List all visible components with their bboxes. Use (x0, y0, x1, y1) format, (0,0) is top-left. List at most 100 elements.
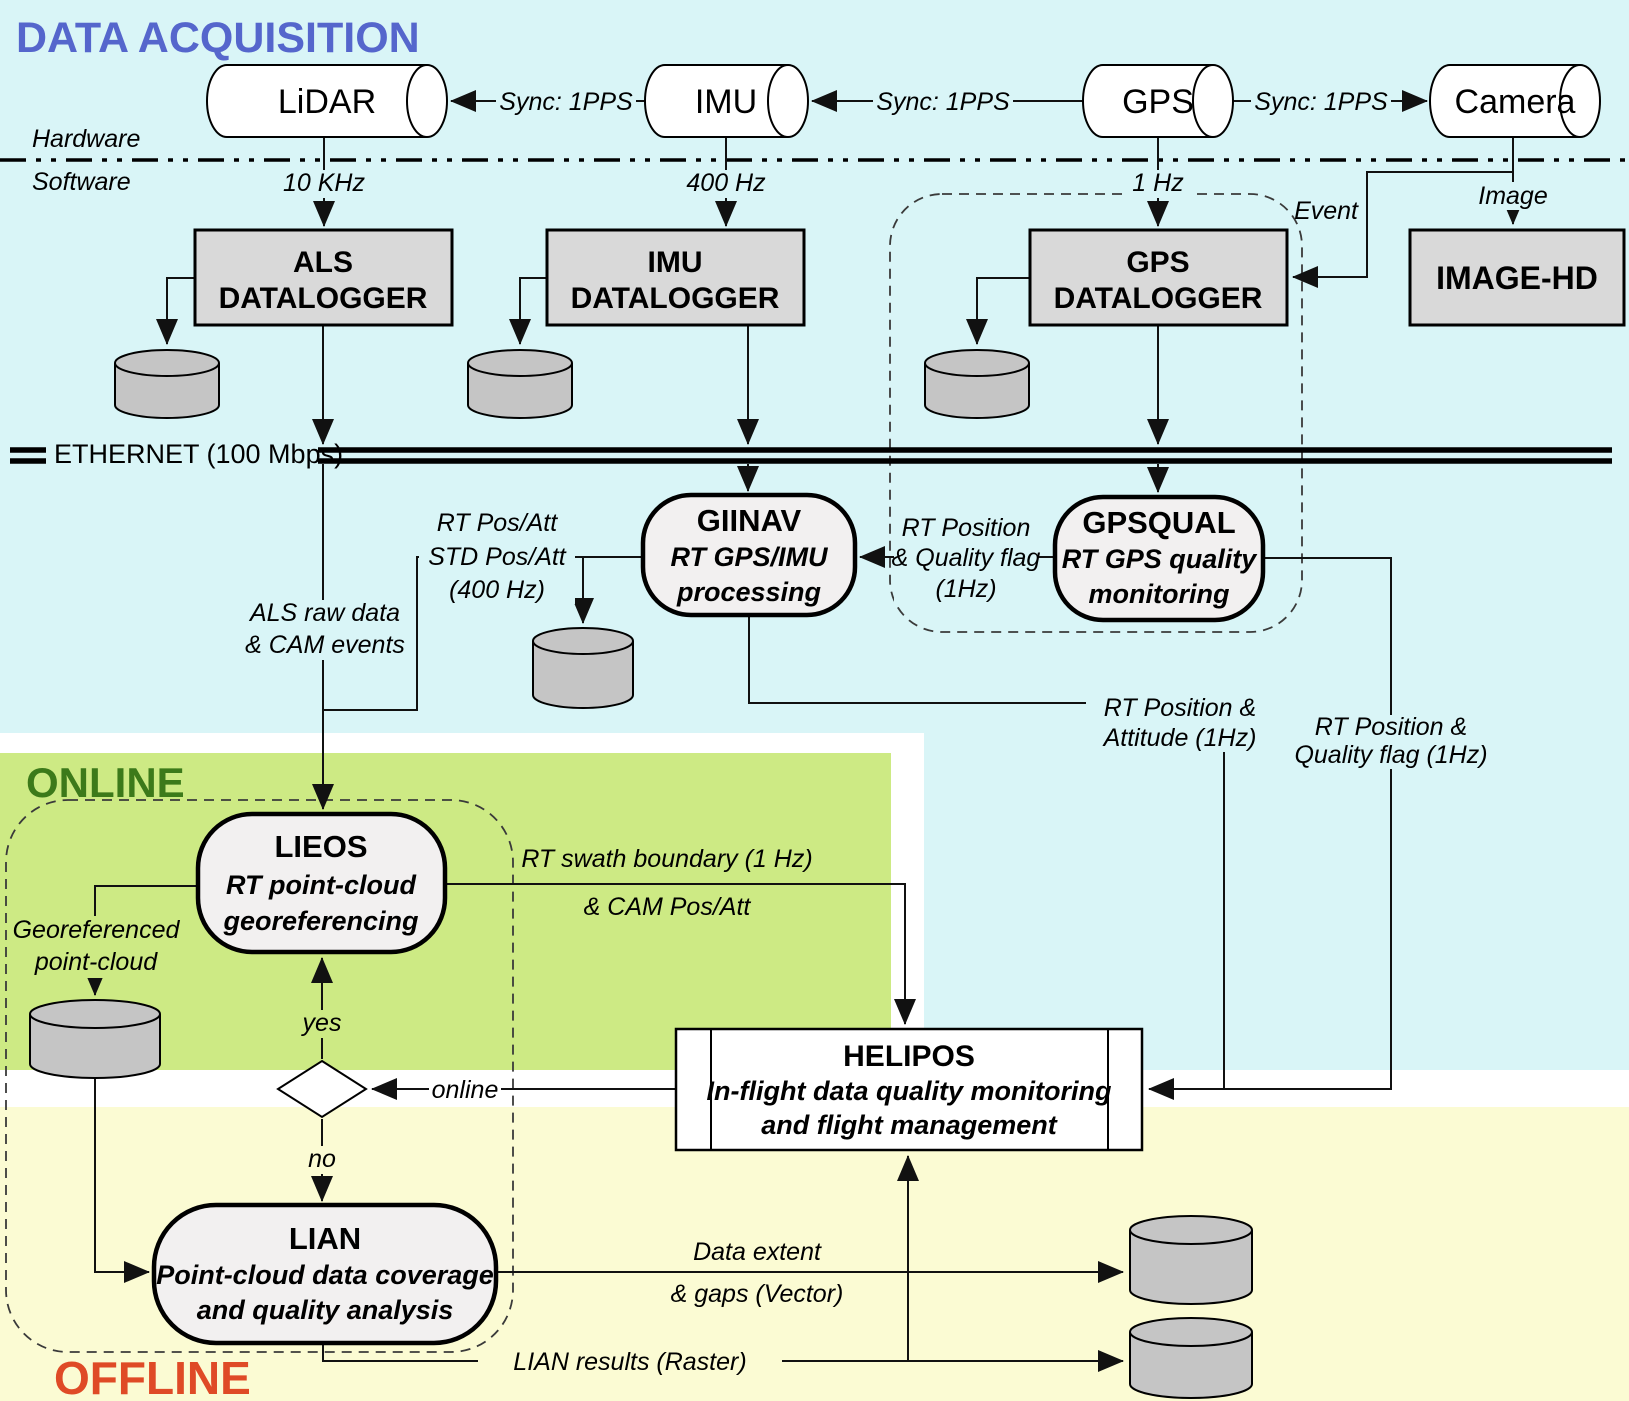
device-lidar: LiDAR (206, 64, 448, 138)
swath-line1: RT swath boundary (1 Hz) (521, 845, 812, 873)
helipos-sub2: and flight management (761, 1110, 1058, 1140)
label-backgrounds (14, 86, 1557, 1376)
title-offline: OFFLINE (54, 1352, 251, 1401)
als-datalogger-line2: DATALOGGER (219, 282, 428, 315)
posatt-line2: STD Pos/Att (428, 543, 567, 571)
georef-store-cylinder (29, 999, 161, 1079)
wire-giinav-helipos (748, 615, 1225, 1089)
alsraw-line2: & CAM events (245, 631, 405, 659)
lian-sub1: Point-cloud data coverage (156, 1260, 494, 1290)
imu-datalogger-line2: DATALOGGER (571, 282, 780, 315)
lieos-sub2: georeferencing (222, 906, 419, 936)
alsraw-line1: ALS raw data (248, 599, 400, 627)
image-hd-box: IMAGE-HD (1408, 228, 1626, 327)
lieos-sub1: RT point-cloud (226, 870, 416, 900)
giinav-title: GIINAV (697, 503, 802, 538)
als-datalogger-line1: ALS (293, 246, 353, 279)
sync-label-1: Sync: 1PPS (499, 88, 633, 116)
wire-lieos-swath-helipos (445, 883, 916, 1025)
gps-group-dashed-border (889, 193, 1303, 633)
helipos-title: HELIPOS (843, 1040, 975, 1073)
gps-datalogger-line1: GPS (1126, 246, 1189, 279)
ethernet-label: ETHERNET (100 Mbps) (54, 439, 343, 469)
data-acquisition-region-lower (924, 733, 1629, 1070)
wire-camera-event (1292, 171, 1513, 288)
georef-line1: Georeferenced (13, 916, 181, 944)
software-label: Software (32, 168, 131, 196)
imu-store-cylinder (467, 349, 573, 419)
device-imu: IMU (644, 64, 809, 138)
posatt-line3: (400 Hz) (449, 576, 545, 604)
no-branch-label: no (308, 1145, 336, 1173)
wire-lian-raster-store (322, 1343, 1124, 1372)
sync-label-3: Sync: 1PPS (1254, 88, 1388, 116)
title-data-acquisition: DATA ACQUISITION (16, 14, 420, 62)
lieos-lian-dashed-border (5, 799, 514, 1353)
giinav-sub2: processing (676, 577, 822, 607)
image-label: Image (1478, 182, 1547, 210)
wire-gpsqual-helipos (1148, 557, 1392, 1100)
imu-label: IMU (695, 83, 757, 121)
online-branch-label: online (432, 1076, 499, 1104)
posqual1hz-line2: Quality flag (1Hz) (1294, 741, 1487, 769)
image-hd-label: IMAGE-HD (1436, 260, 1598, 296)
gps-label: GPS (1122, 83, 1194, 121)
lieos-title: LIEOS (274, 829, 367, 864)
rate-10khz: 10 KHz (283, 169, 365, 197)
rate-400hz: 400 Hz (686, 169, 766, 197)
posqual-line2: & Quality flag (892, 544, 1041, 572)
posatt1hz-line1: RT Position & (1104, 694, 1256, 722)
gps-datalogger-line2: DATALOGGER (1054, 282, 1263, 315)
event-label: Event (1294, 197, 1359, 225)
hardware-label: Hardware (32, 125, 140, 153)
rate-1hz: 1 Hz (1132, 169, 1184, 197)
wire-georefstore-lian (94, 1078, 150, 1283)
gpsqual-node: GPSQUAL RT GPS quality monitoring (1052, 494, 1266, 623)
extent-line2: & gaps (Vector) (671, 1280, 844, 1308)
helipos-node: HELIPOS In-flight data quality monitorin… (674, 1027, 1144, 1152)
wire-imulogger-store (509, 277, 547, 345)
sync-label-2: Sync: 1PPS (876, 88, 1010, 116)
gps-datalogger-box: GPS DATALOGGER (1028, 228, 1289, 327)
imu-datalogger-box: IMU DATALOGGER (545, 228, 806, 327)
gpsqual-title: GPSQUAL (1082, 505, 1235, 540)
lian-sub2: and quality analysis (197, 1295, 454, 1325)
posatt1hz-line2: Attitude (1Hz) (1102, 724, 1257, 752)
lieos-node: LIEOS RT point-cloud georeferencing (195, 811, 448, 955)
lian-node: LIAN Point-cloud data coverage and quali… (151, 1202, 499, 1346)
giinav-store-cylinder (532, 627, 634, 709)
posqual1hz-line1: RT Position & (1315, 713, 1467, 741)
als-datalogger-box: ALS DATALOGGER (193, 228, 454, 327)
gps-store-cylinder (924, 349, 1030, 419)
giinav-node: GIINAV RT GPS/IMU processing (640, 492, 858, 618)
georef-line2: point-cloud (34, 948, 158, 976)
swath-line2: & CAM Pos/Att (584, 893, 752, 921)
extent-line1: Data extent (693, 1238, 822, 1266)
posqual-line3: (1Hz) (935, 575, 996, 603)
raster-label: LIAN results (Raster) (513, 1348, 746, 1376)
giinav-sub1: RT GPS/IMU (670, 542, 829, 572)
device-gps: GPS (1082, 64, 1234, 138)
wire-gpslogger-store (966, 277, 1030, 345)
posatt-line1: RT Pos/Att (437, 509, 558, 537)
camera-label: Camera (1455, 83, 1576, 121)
raster-store-cylinder (1129, 1317, 1253, 1399)
als-store-cylinder (114, 349, 220, 419)
lian-title: LIAN (289, 1221, 361, 1256)
flow-labels: Sync: 1PPS Sync: 1PPS Sync: 1PPS 10 KHz … (13, 88, 1548, 1376)
imu-datalogger-line1: IMU (648, 246, 703, 279)
wire-alslogger-store (156, 277, 195, 345)
yes-branch-label: yes (301, 1009, 342, 1037)
posqual-line1: RT Position (902, 514, 1031, 542)
lidar-label: LiDAR (278, 83, 376, 121)
online-decision-diamond (276, 1059, 368, 1119)
helipos-sub1: In-flight data quality monitoring (707, 1076, 1112, 1106)
device-camera: Camera (1429, 64, 1601, 138)
gpsqual-sub1: RT GPS quality (1062, 544, 1259, 574)
vector-store-cylinder (1129, 1215, 1253, 1305)
title-online: ONLINE (26, 759, 185, 806)
ethernet-bus: ETHERNET (100 Mbps) (10, 439, 1612, 469)
